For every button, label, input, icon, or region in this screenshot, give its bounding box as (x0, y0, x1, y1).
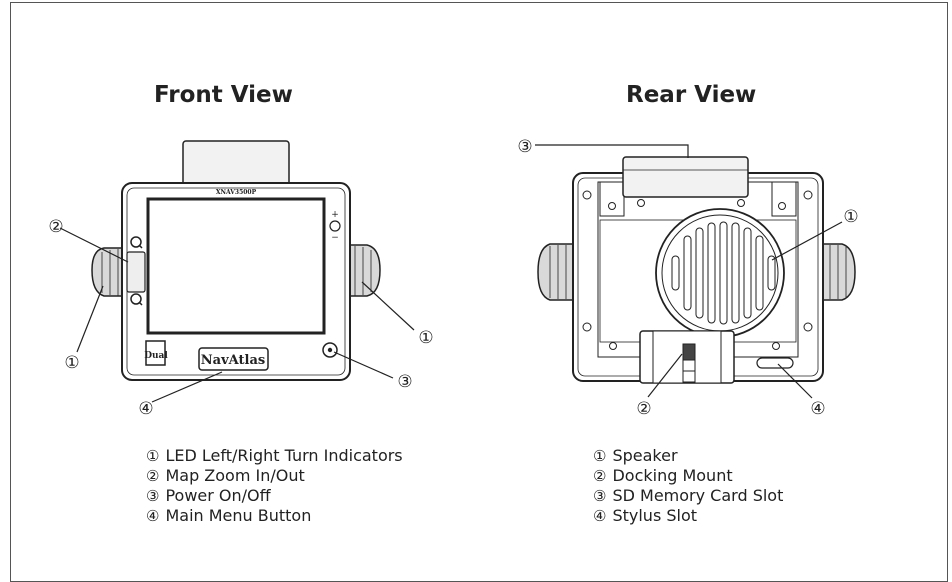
front-brand-text: Dual (144, 351, 168, 361)
rear-left-led-indicator (537, 243, 575, 301)
rear-speaker (655, 208, 785, 338)
rear-view-title: Rear View (626, 82, 757, 108)
rear-right-led-indicator (821, 243, 856, 301)
front-left-led-indicator (91, 247, 125, 297)
front-callout-4: ④ (138, 399, 153, 419)
front-top-mount (182, 140, 290, 188)
volume-plus-symbol: + (331, 210, 339, 220)
rear-device (537, 156, 856, 384)
front-leader-lines (59, 227, 415, 403)
rear-callout-4: ④ (810, 399, 825, 419)
front-view-title: Front View (154, 82, 293, 108)
front-callout-2: ② (48, 217, 63, 237)
front-logo-text: NavAtlas (201, 353, 265, 368)
front-callout-1-right: ① (418, 328, 433, 348)
front-screen (146, 197, 326, 335)
front-brand-badge (145, 340, 166, 366)
rear-callout-1: ① (843, 207, 858, 227)
rear-leader-lines (535, 144, 843, 399)
front-right-led-indicator (346, 244, 381, 297)
rear-sd-card-mount (622, 156, 749, 198)
front-logo-plate (198, 347, 269, 371)
rear-screw-holes (582, 190, 813, 350)
rear-callout-2: ② (636, 399, 651, 419)
rear-docking-mount (639, 330, 735, 384)
zoom-rocker (126, 251, 146, 293)
front-model-text: XNAV3500P (216, 189, 257, 196)
zoom-in-icon (130, 236, 142, 248)
rear-callout-3: ③ (517, 137, 532, 157)
zoom-out-icon (130, 293, 142, 305)
front-callout-3: ③ (397, 372, 412, 392)
front-callout-1-left: ① (64, 353, 79, 373)
front-volume-control (329, 220, 341, 232)
volume-minus-symbol: − (331, 233, 339, 243)
front-device (91, 140, 381, 381)
front-zoom-control (126, 236, 146, 306)
rear-stylus-slot (756, 357, 794, 369)
